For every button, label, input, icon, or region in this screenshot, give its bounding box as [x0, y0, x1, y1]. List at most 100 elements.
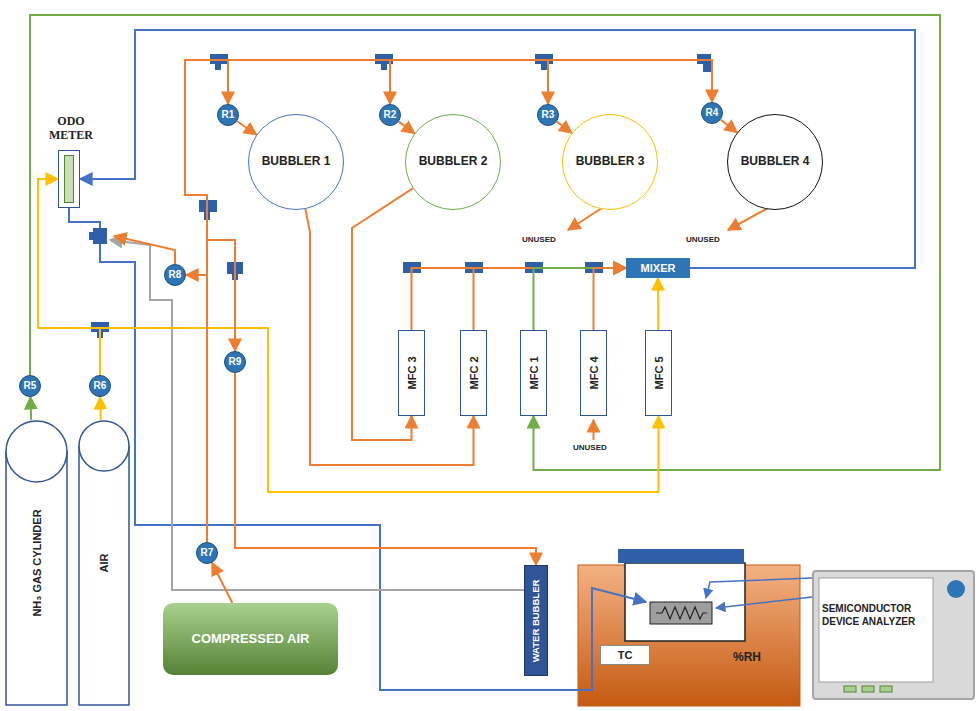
node-label: BUBBLER 4: [737, 155, 814, 169]
node-label: R5: [24, 380, 37, 392]
node-label: ODO METER: [43, 115, 99, 143]
orange-line: [114, 236, 175, 264]
node-bub: BUBBLER 3: [562, 114, 658, 210]
cylinder-body: [6, 452, 67, 706]
gas-line-connector: [399, 122, 415, 134]
gas-line-connector: [212, 563, 232, 603]
node-label: SEMICONDUCTOR DEVICE ANALYZER: [822, 602, 930, 628]
gas-line-connector: [237, 121, 257, 134]
node-label: R8: [169, 269, 182, 281]
unused-outlet: [568, 206, 605, 230]
node-label: COMPRESSED AIR: [188, 632, 314, 647]
node-label: R1: [222, 109, 235, 121]
cylinder-top: [79, 421, 129, 471]
gas-line-connector: [594, 268, 627, 330]
node-r: R2: [379, 104, 401, 126]
gas-line-connector: [474, 268, 627, 330]
note-label: %RH: [733, 650, 761, 664]
gas-line-connector: [557, 122, 572, 133]
node-sda: SEMICONDUCTOR DEVICE ANALYZER: [812, 570, 975, 700]
gas-line-connector: [100, 328, 659, 492]
cylinder-top: [6, 421, 67, 482]
node-label: BUBBLER 1: [258, 155, 335, 169]
gas-line-connector: [29, 397, 32, 420]
node-label: MIXER: [641, 262, 676, 275]
analyzer-knob: [947, 580, 965, 598]
node-cyl: NH₃ GAS CYLINDER: [5, 420, 68, 706]
node-cyl: AIR: [78, 420, 130, 706]
node-label: BUBBLER 3: [572, 155, 649, 169]
node-label: MFC 1: [527, 357, 540, 390]
gas-line-connector: [185, 60, 548, 542]
node-r: R6: [89, 375, 111, 397]
analyzer-lead: [716, 597, 812, 608]
note-label: UNUSED: [686, 235, 720, 244]
chamber-lid: [618, 549, 744, 563]
node-mfc: MFC 5: [645, 330, 672, 416]
node-r: R7: [196, 542, 218, 564]
node-label: WATER BUBBLER: [531, 579, 542, 662]
gas-line-connector: [30, 15, 940, 470]
gas-line-connector: [235, 373, 536, 565]
node-r: R9: [224, 351, 246, 373]
analyzer-body: [814, 572, 973, 698]
node-tc: TC: [600, 645, 650, 665]
node-label: AIR: [98, 554, 111, 573]
node-label: R4: [706, 107, 719, 119]
note-label: UNUSED: [522, 235, 556, 244]
unused-inlet: [593, 420, 595, 440]
node-label: R9: [229, 356, 242, 368]
gas-line-connector: [186, 275, 207, 542]
node-mfc: MFC 2: [460, 330, 487, 416]
gas-line-connector: [305, 209, 473, 465]
gas-line-connector: [99, 397, 102, 420]
node-mixer: MIXER: [626, 258, 690, 278]
node-label: R7: [201, 547, 214, 559]
note-label: UNUSED: [573, 443, 607, 452]
node-label: MFC 3: [405, 357, 418, 390]
unused-outlet: [728, 208, 768, 230]
node-bub: BUBBLER 4: [727, 114, 823, 210]
node-bub: BUBBLER 1: [248, 114, 344, 210]
gray-line: [110, 240, 524, 590]
node-wb: WATER BUBBLER: [524, 565, 548, 676]
blue-gas-line: [69, 208, 646, 690]
gas-line-connector: [38, 179, 100, 375]
meter-tube: [64, 155, 74, 203]
node-label: BUBBLER 2: [415, 155, 492, 169]
analyzer-button: [844, 686, 856, 692]
node-label: TC: [618, 649, 633, 662]
sensor-resistor: [656, 607, 707, 619]
analyzer-button: [862, 686, 874, 692]
node-mfc: MFC 3: [398, 330, 425, 416]
cylinder-body: [79, 446, 129, 705]
analyzer-lead: [706, 578, 812, 598]
gas-line-connector: [721, 120, 737, 133]
gas-line-connector: [80, 30, 915, 268]
node-label: R3: [542, 109, 555, 121]
node-odo: ODO METER: [58, 150, 80, 208]
node-mfc: MFC 1: [520, 330, 547, 416]
gas-line-connector: [412, 268, 627, 330]
node-mfc: MFC 4: [580, 330, 607, 416]
gas-line-connector: [657, 278, 659, 330]
node-label: MFC 5: [652, 357, 665, 390]
node-label: MFC 4: [587, 357, 600, 390]
node-label: MFC 2: [467, 357, 480, 390]
node-label: R6: [94, 380, 107, 392]
node-comp: COMPRESSED AIR: [163, 603, 338, 675]
gas-line-connector: [185, 60, 390, 542]
analyzer-screen: [819, 578, 933, 682]
node-r: R3: [537, 104, 559, 126]
node-label: NH₃ GAS CYLINDER: [30, 509, 43, 616]
node-r: R1: [217, 104, 239, 126]
node-label: R2: [384, 109, 397, 121]
gas-line-connector: [534, 268, 627, 330]
node-r: R5: [19, 375, 41, 397]
analyzer-button: [880, 686, 892, 692]
node-r: R4: [701, 102, 723, 124]
node-bub: BUBBLER 2: [405, 114, 501, 210]
gas-line-connector: [207, 240, 235, 542]
sensor-device: [650, 602, 712, 624]
